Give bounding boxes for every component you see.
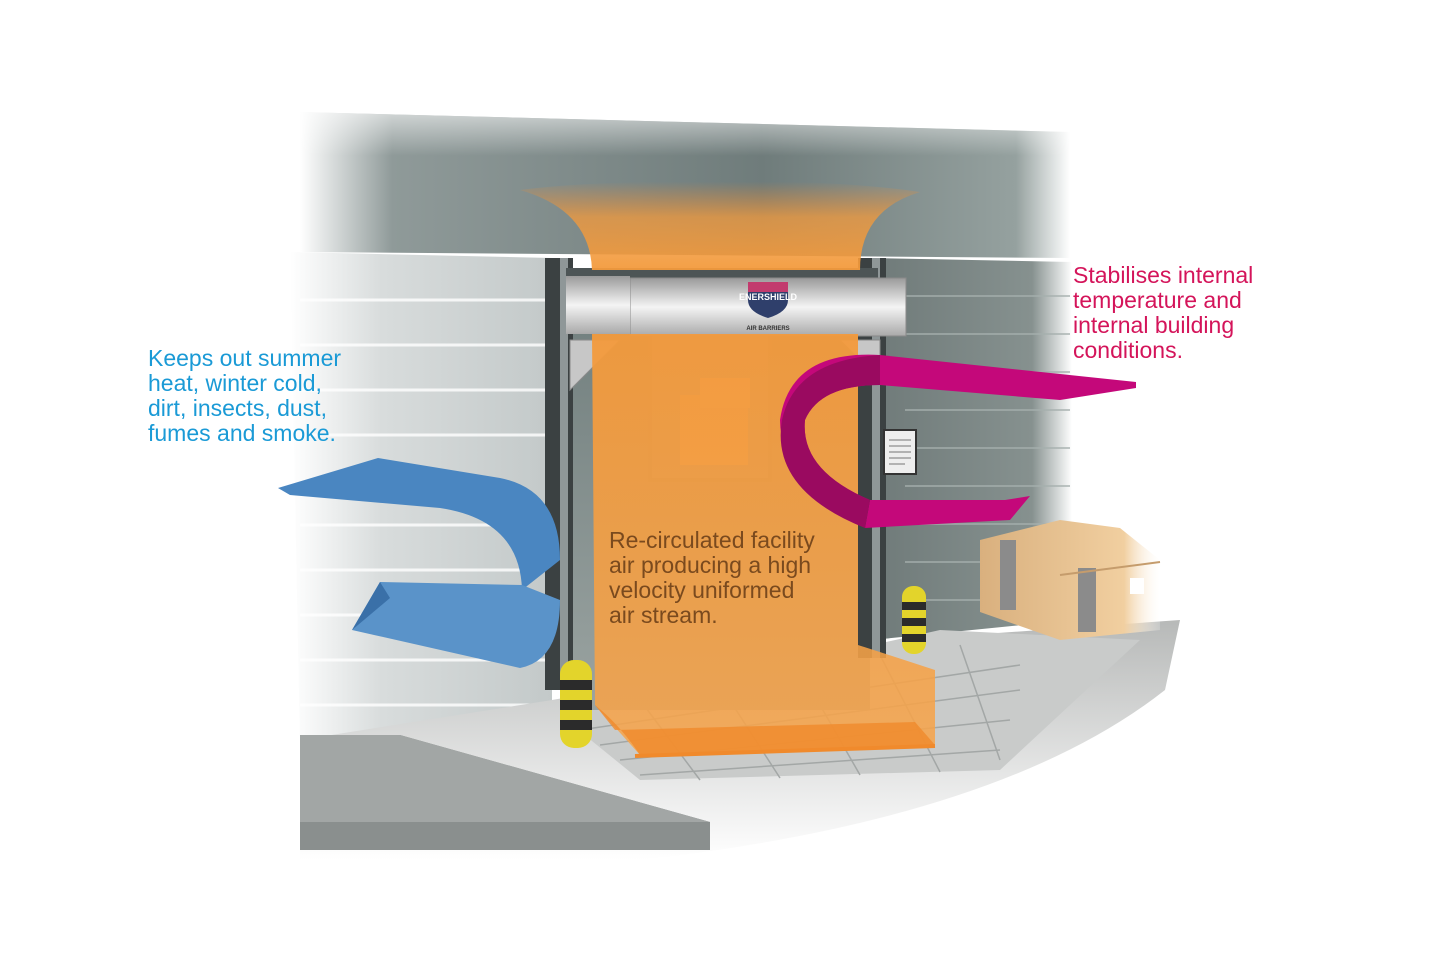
- orange-air-curtain-icon: [520, 181, 920, 270]
- wall-notice-sign: [883, 429, 917, 475]
- airstream-callout: Re-circulated facility air producing a h…: [609, 527, 815, 628]
- enershield-logo-icon: ENERSHIELD: [739, 282, 798, 318]
- stacked-boxes: [980, 520, 1161, 640]
- logo-brand-text: ENERSHIELD: [739, 292, 798, 302]
- inside-conditions-callout: Stabilises internal temperature and inte…: [1073, 262, 1254, 363]
- magenta-inside-air-arrow-icon: [780, 354, 1136, 528]
- outside-air-callout: Keeps out summer heat, winter cold, dirt…: [148, 345, 342, 446]
- logo-tagline-text: AIR BARRIERS: [746, 326, 789, 332]
- bollard-right: [902, 586, 926, 654]
- blue-outside-air-arrow-icon: [278, 458, 560, 668]
- air-barrier-unit: ENERSHIELD AIR BARRIERS: [566, 268, 907, 392]
- bollard-left: [560, 660, 592, 748]
